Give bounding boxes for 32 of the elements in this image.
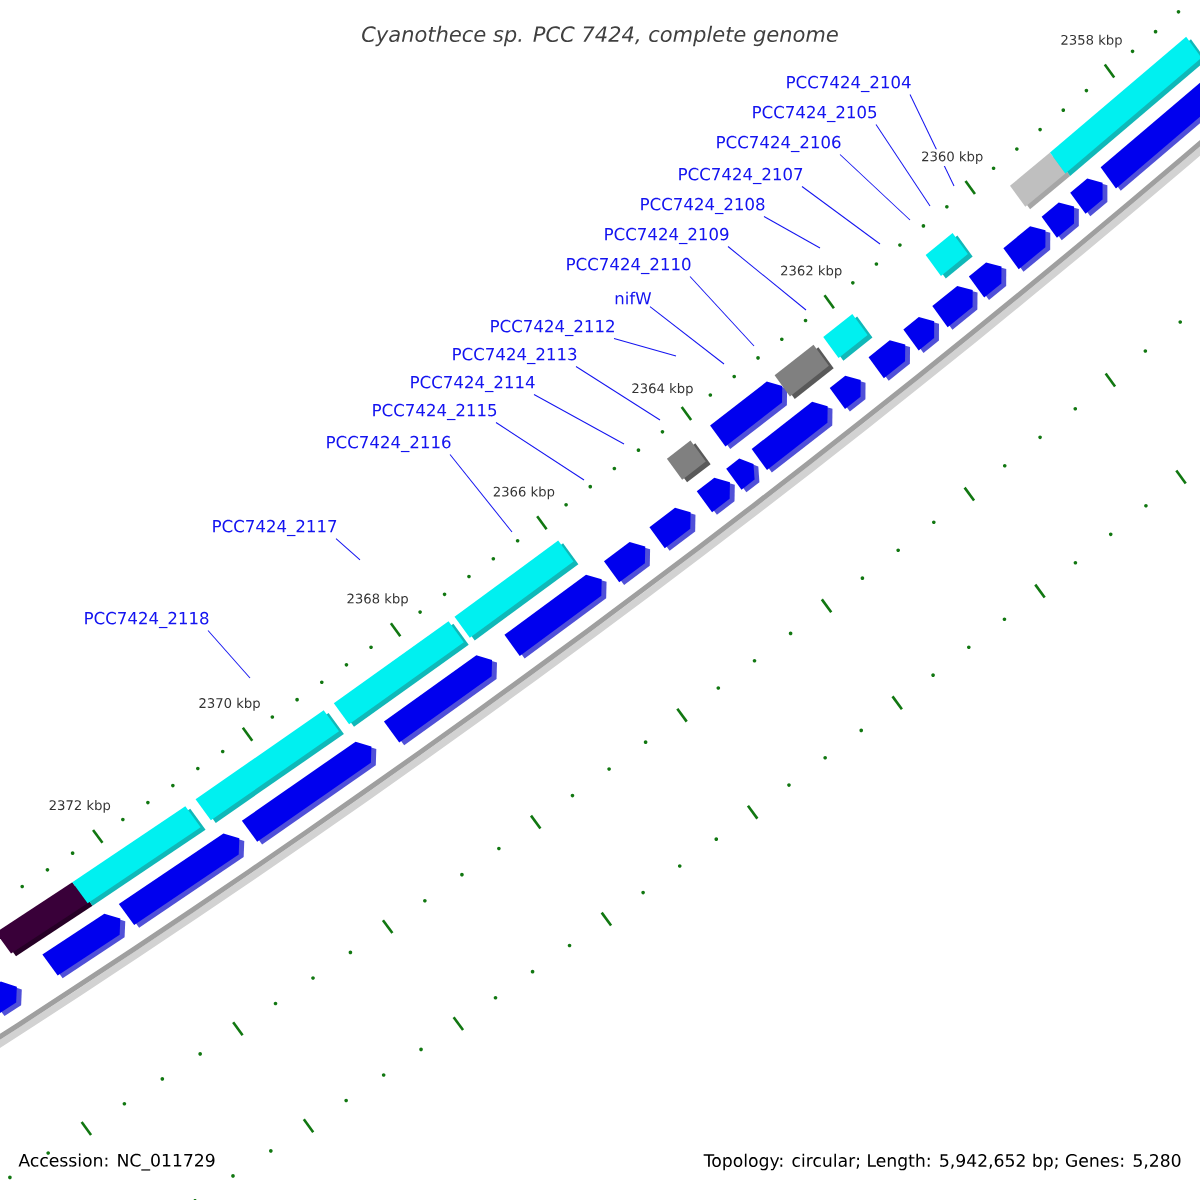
- leader-line: [613, 338, 677, 357]
- gene-label: nifW: [615, 291, 652, 305]
- gene-label: PCC7424_2112: [491, 319, 614, 337]
- leader-line: [449, 454, 513, 533]
- gene-label: PCC7424_2117: [213, 519, 337, 537]
- gene-label: PCC7424_2115: [373, 403, 497, 421]
- gene-label: PCC7424_2118: [85, 611, 209, 629]
- footer-text: Accession: NC_011729: [18, 1153, 215, 1171]
- leader-line: [335, 538, 361, 561]
- leader-line: [875, 124, 931, 207]
- gene-label: PCC7424_2110: [567, 257, 691, 275]
- gene-label: PCC7424_2114: [411, 375, 535, 393]
- leader-line: [649, 306, 725, 365]
- leader-line: [575, 366, 661, 421]
- title: Cyanothece sp. PCC 7424, complete genome: [362, 25, 838, 47]
- gene-label: PCC7424_2116: [327, 435, 451, 453]
- footer-text: Topology: circular; Length: 5,942,652 bp; Genes: 5,280: [703, 1153, 1181, 1171]
- leader-line: [763, 216, 821, 249]
- leader-line: [801, 186, 881, 245]
- leader-line: [533, 394, 625, 445]
- gene-label: PCC7424_2107: [679, 167, 803, 185]
- gene-label: PCC7424_2108: [641, 197, 765, 215]
- leader-line: [727, 246, 807, 311]
- gene-label: PCC7424_2109: [605, 227, 729, 245]
- leader-line: [207, 630, 251, 679]
- leader-line: [689, 276, 755, 347]
- leader-line: [495, 422, 585, 481]
- gene-label: PCC7424_2113: [453, 347, 577, 365]
- gene-label: PCC7424_2104: [787, 75, 911, 93]
- gene-label: PCC7424_2106: [717, 135, 841, 153]
- gene-label: PCC7424_2105: [753, 105, 877, 123]
- leader-line: [839, 154, 911, 221]
